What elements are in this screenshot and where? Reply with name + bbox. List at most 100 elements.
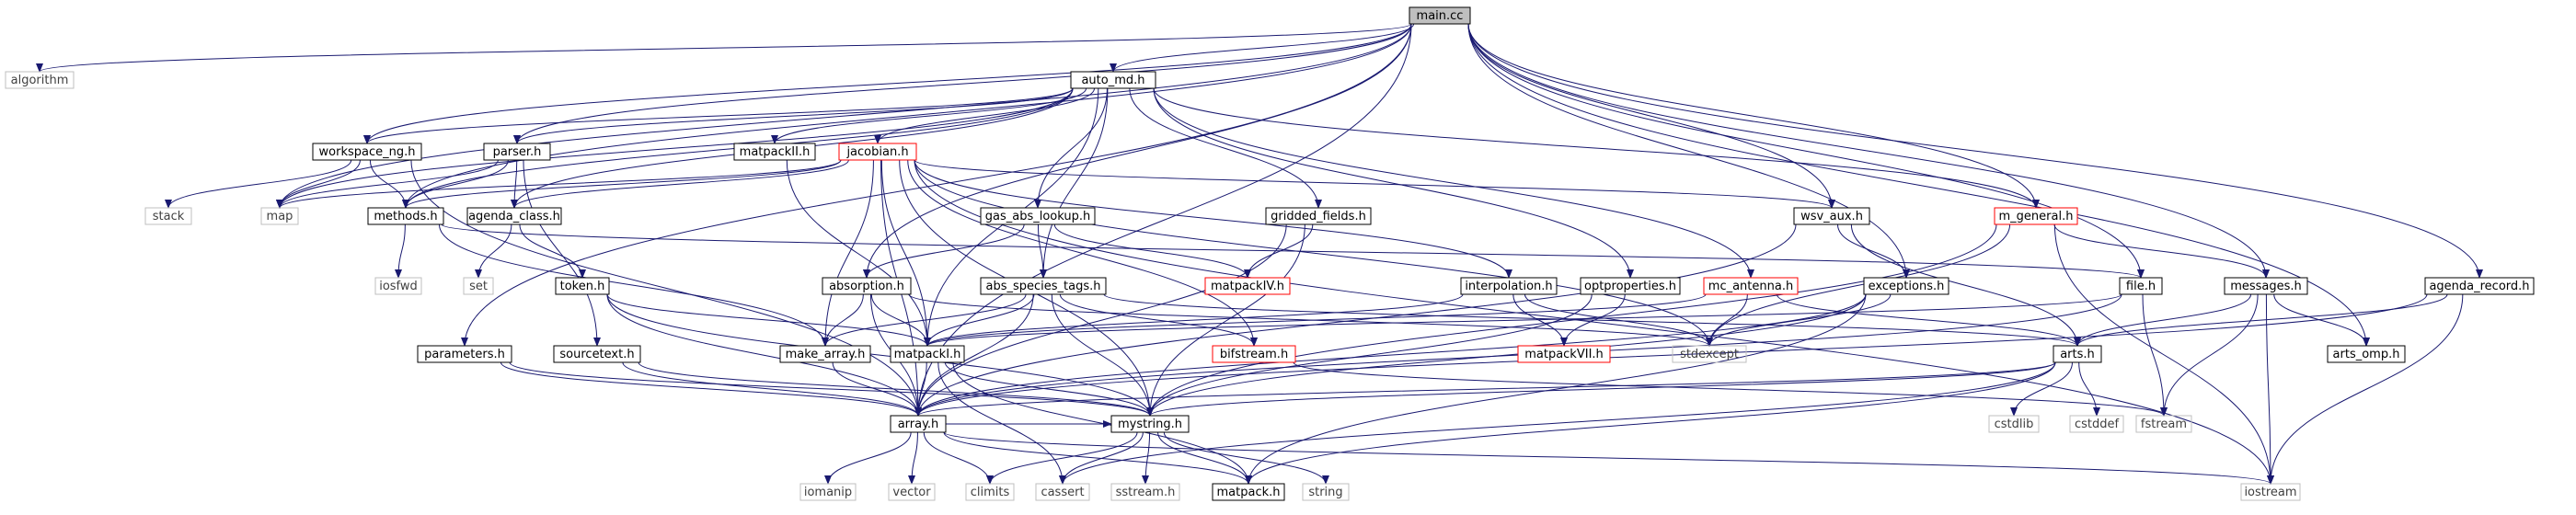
edge-abs-species-tags-h-to-bifstream-h	[1059, 293, 1258, 347]
edge-sourcetext-h-to-mystring-h	[638, 361, 1154, 417]
node-matpackII-h[interactable]: matpackII.h	[733, 143, 816, 161]
node-exceptions-h[interactable]: exceptions.h	[1863, 277, 1949, 295]
node-make-array-h[interactable]: make_array.h	[779, 345, 871, 363]
node-box	[2119, 277, 2163, 295]
node-label: methods.h	[374, 210, 437, 223]
node-m-general-h[interactable]: m_general.h	[1994, 207, 2078, 225]
node-agenda-record-h[interactable]: agenda_record.h	[2424, 277, 2535, 295]
edge-messages-h-to-fstream	[2160, 293, 2259, 417]
edge-array-h-to-iomanip	[824, 431, 912, 485]
node-workspace-ng-h[interactable]: workspace_ng.h	[312, 143, 422, 161]
node-box	[1212, 483, 1285, 501]
node-gridded-fields-h[interactable]: gridded_fields.h	[1265, 207, 1372, 225]
edge-jacobian-h-to-methods-h	[402, 159, 842, 209]
node-absorption-h[interactable]: absorption.h	[822, 277, 912, 295]
node-box	[1793, 207, 1870, 225]
node-label: abs_species_tags.h	[985, 280, 1100, 293]
edge-main-cc-to-absorption-h	[863, 23, 1412, 279]
node-arts-h[interactable]: arts.h	[2053, 345, 2102, 363]
node-box	[312, 143, 422, 161]
edge-arts-h-to-matpack-h	[1245, 361, 2056, 485]
node-arts-omp-h[interactable]: arts_omp.h	[2327, 345, 2406, 363]
node-box	[1035, 483, 1090, 501]
node-mc-antenna-h[interactable]: mc_antenna.h	[1703, 277, 1799, 295]
node-gas-abs-lookup-h[interactable]: gas_abs_lookup.h	[980, 207, 1096, 225]
edge-array-h-to-climits	[923, 431, 994, 485]
node-optproperties-h[interactable]: optproperties.h	[1580, 277, 1681, 295]
edge-file-h-to-matpackI-h	[924, 293, 2122, 347]
node-box	[1703, 277, 1799, 295]
node-mystring-h[interactable]: mystring.h	[1110, 415, 1190, 433]
node-box	[1517, 345, 1611, 363]
node-jacobian-h[interactable]: jacobian.h	[838, 143, 917, 161]
edge-file-h-to-fstream	[2142, 293, 2168, 417]
node-bifstream-h[interactable]: bifstream.h	[1212, 345, 1296, 363]
node-wsv-aux-h[interactable]: wsv_aux.h	[1793, 207, 1870, 225]
node-matpackI-h[interactable]: matpackI.h	[890, 345, 965, 363]
edge-main-cc-to-parser-h	[513, 23, 1412, 144]
edge-optproperties-h-to-matpackVII-h	[1560, 293, 1626, 347]
edge-auto-md-h-to-gas-abs-lookup-h	[1034, 87, 1108, 209]
edge-arts-h-to-mystring-h	[1146, 361, 2056, 417]
node-sourcetext-h[interactable]: sourcetext.h	[553, 345, 641, 363]
node-matpack-h[interactable]: matpack.h	[1212, 483, 1285, 501]
edge-auto-md-h-to-matpackII-h	[771, 87, 1087, 144]
node-box	[1204, 277, 1291, 295]
edge-main-cc-to-wsv-aux-h	[1467, 23, 1835, 209]
node-label: make_array.h	[786, 348, 866, 361]
node-parameters-h[interactable]: parameters.h	[417, 345, 512, 363]
node-box	[144, 207, 192, 225]
node-label: workspace_ng.h	[319, 145, 416, 159]
node-box	[838, 143, 917, 161]
edge-methods-h-to-iosfwd	[395, 223, 406, 279]
node-methods-h[interactable]: methods.h	[367, 207, 444, 225]
edge-jacobian-h-to-bifstream-h	[907, 159, 1258, 347]
node-interpolation-h[interactable]: interpolation.h	[1460, 277, 1558, 295]
edge-bifstream-h-to-fstream	[1293, 361, 2168, 417]
edge-main-cc-to-agenda-record-h	[1467, 23, 2483, 279]
node-label: interpolation.h	[1465, 280, 1552, 293]
edge-mc-antenna-h-to-matpackI-h	[924, 293, 1707, 347]
edge-main-cc-to-array-h	[914, 23, 1412, 417]
node-main-cc[interactable]: main.cc	[1409, 6, 1471, 25]
edge-agenda-class-h-to-set	[475, 223, 512, 279]
node-matpackVII-h[interactable]: matpackVII.h	[1517, 345, 1611, 363]
node-label: absorption.h	[829, 280, 904, 293]
edge-token-h-to-matpackI-h	[606, 293, 931, 347]
node-label: token.h	[560, 280, 605, 293]
edge-array-h-to-vector	[908, 431, 918, 485]
node-array-h[interactable]: array.h	[890, 415, 947, 433]
node-map: map	[260, 207, 299, 225]
node-label: parser.h	[493, 145, 542, 159]
node-label: set	[469, 280, 488, 293]
node-box	[799, 483, 857, 501]
node-box	[5, 71, 75, 89]
node-label: stdexcept	[1680, 348, 1739, 361]
edge-abs-species-tags-h-to-matpackI-h	[924, 293, 1035, 347]
edge-parser-h-to-methods-h	[402, 159, 509, 209]
node-token-h[interactable]: token.h	[555, 277, 610, 295]
node-messages-h[interactable]: messages.h	[2224, 277, 2308, 295]
node-box	[890, 415, 947, 433]
node-box	[1863, 277, 1949, 295]
node-label: iomanip	[804, 486, 852, 499]
edge-methods-h-to-file-h	[441, 223, 2145, 279]
edge-m-general-h-to-mystring-h	[1146, 223, 1997, 417]
node-agenda-class-h[interactable]: agenda_class.h	[466, 207, 562, 225]
node-abs-species-tags-h[interactable]: abs_species_tags.h	[980, 277, 1107, 295]
edge-gas-abs-lookup-h-to-matpackIV-h	[1053, 223, 1251, 279]
node-file-h[interactable]: file.h	[2119, 277, 2163, 295]
node-auto-md-h[interactable]: auto_md.h	[1070, 71, 1156, 89]
node-box	[2240, 483, 2301, 501]
edge-auto-md-h-to-gridded-fields-h	[1129, 87, 1322, 209]
edge-main-cc-to-workspace-ng-h	[363, 23, 1412, 144]
node-parser-h[interactable]: parser.h	[483, 143, 551, 161]
edge-agenda-record-h-to-arts-h	[2074, 293, 2448, 347]
node-matpackIV-h[interactable]: matpackIV.h	[1204, 277, 1291, 295]
node-box	[1580, 277, 1681, 295]
node-box	[483, 143, 551, 161]
node-vector: vector	[888, 483, 936, 501]
edge-jacobian-h-to-agenda-class-h	[511, 159, 849, 209]
edge-sourcetext-h-to-array-h	[622, 361, 922, 417]
node-box	[1409, 6, 1471, 25]
